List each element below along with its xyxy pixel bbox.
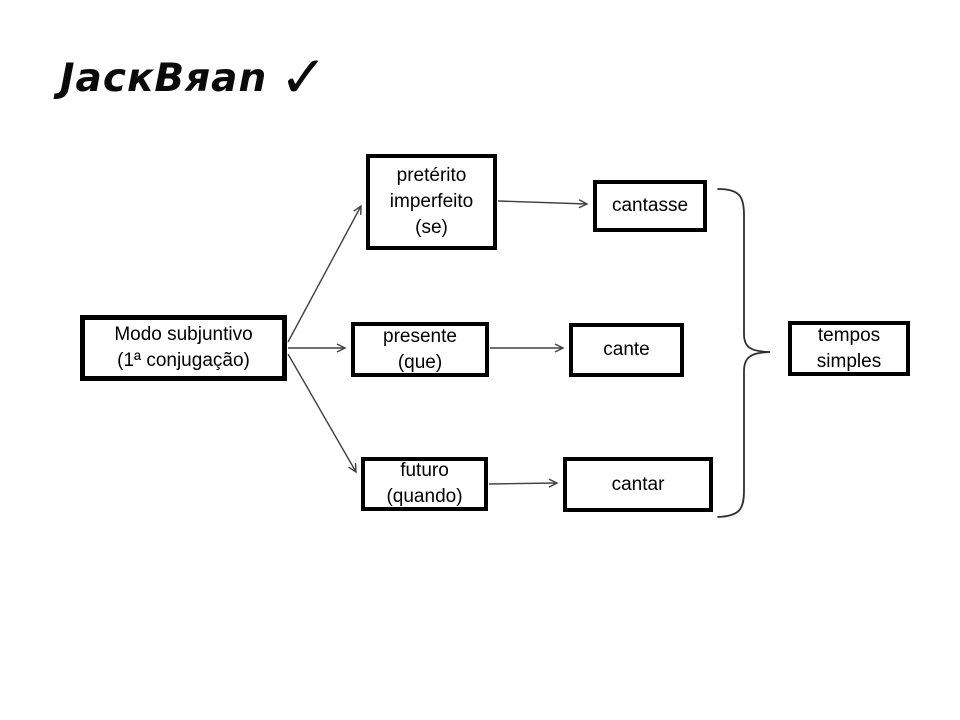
- node-label: Modo subjuntivo (1ª conjugação): [114, 324, 253, 371]
- node-label: cantar: [611, 473, 665, 495]
- arrow-modo-to-preterito: [287, 204, 362, 343]
- node-label: cantasse: [611, 195, 689, 216]
- node-preterito-imperfeito-se: pretérito imperfeito (se): [366, 154, 497, 250]
- checkmark-icon: ✓: [279, 43, 328, 111]
- node-cante: cante: [569, 323, 684, 377]
- arrow-modo-to-futuro: [287, 353, 357, 474]
- node-futuro-quando: futuro (quando): [361, 457, 488, 511]
- arrow-futuro-to-cantar: [488, 478, 559, 488]
- node-label: cante: [603, 339, 650, 360]
- node-label: tempos simples: [816, 324, 882, 372]
- node-cantar: cantar: [563, 457, 713, 512]
- node-label: futuro (quando): [386, 460, 463, 507]
- node-cantasse: cantasse: [593, 180, 707, 232]
- node-label: pretérito imperfeito (se): [389, 165, 474, 238]
- node-tempos-simples: tempos simples: [788, 321, 910, 376]
- grouping-brace: [717, 188, 771, 518]
- node-modo-subjuntivo: Modo subjuntivo (1ª conjugação): [80, 315, 287, 381]
- node-label: presente (que): [383, 325, 457, 373]
- logo: JacкBяan✓: [60, 46, 328, 112]
- node-presente-que: presente (que): [351, 322, 489, 377]
- arrow-preterito-to-cantasse: [497, 199, 589, 209]
- logo-text: JacкBяan: [60, 56, 268, 101]
